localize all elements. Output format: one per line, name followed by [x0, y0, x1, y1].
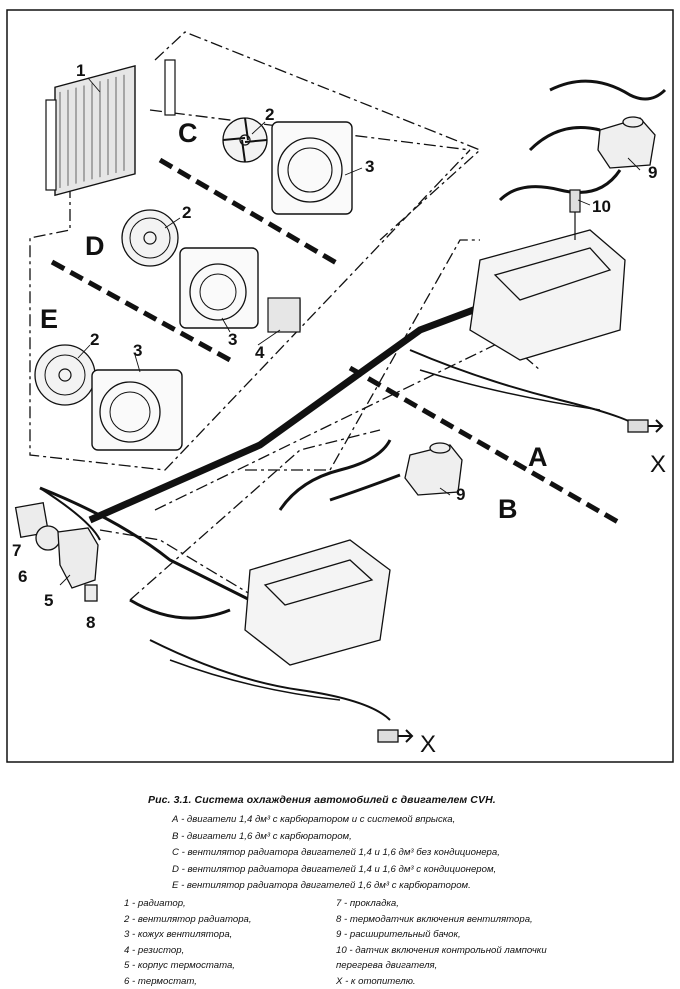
legend-left: 1 - радиатор, 2 - вентилятор радиатора, … — [124, 896, 252, 989]
part-number-3-c: 3 — [365, 157, 374, 176]
part-number-2-d: 2 — [182, 203, 191, 222]
part-number-9-a: 9 — [648, 163, 657, 182]
fan-assembly-c — [223, 118, 352, 214]
legend-item-5: 5 - корпус термостата, — [124, 958, 252, 974]
cooling-system-diagram: C D E A B 1 2 2 2 3 3 3 4 5 6 7 8 9 9 10… — [0, 0, 680, 770]
section-label-d: D — [85, 231, 105, 261]
variant-a: А - двигатели 1,4 дм³ с карбюратором и с… — [172, 812, 500, 829]
legend-item-1: 1 - радиатор, — [124, 896, 252, 912]
section-label-c: C — [178, 118, 198, 148]
legend-item-4: 4 - резистор, — [124, 943, 252, 959]
legend-item-10: 10 - датчик включения контрольной лампоч… — [336, 943, 547, 959]
part-number-1: 1 — [76, 61, 85, 80]
variant-list: А - двигатели 1,4 дм³ с карбюратором и с… — [172, 812, 500, 895]
legend-item-7: 7 - прокладка, — [336, 896, 547, 912]
part-number-3-e: 3 — [133, 341, 142, 360]
section-label-a: A — [528, 442, 548, 472]
variant-b: В - двигатели 1,6 дм³ с карбюратором, — [172, 829, 500, 846]
legend-item-3: 3 - кожух вентилятора, — [124, 927, 252, 943]
figure-caption-title: Рис. 3.1. Система охлаждения автомобилей… — [148, 794, 496, 806]
variant-c: С - вентилятор радиатора двигателей 1,4 … — [172, 845, 500, 862]
fan-resistor — [268, 298, 300, 332]
part-number-4: 4 — [255, 343, 265, 362]
variant-e: Е - вентилятор радиатора двигателей 1,6 … — [172, 878, 500, 895]
legend-item-10-cont: перегрева двигателя, — [336, 958, 547, 974]
fan-assembly-e — [35, 345, 182, 450]
thermostat-housing — [16, 503, 98, 601]
part-number-6: 6 — [18, 567, 27, 586]
part-number-3-d: 3 — [228, 330, 237, 349]
part-number-5: 5 — [44, 591, 53, 610]
expansion-tank-lower — [405, 443, 462, 495]
radiator — [46, 60, 175, 195]
part-number-8: 8 — [86, 613, 95, 632]
part-number-2-e: 2 — [90, 330, 99, 349]
variant-d: D - вентилятор радиатора двигателей 1,4 … — [172, 862, 500, 879]
legend-item-x: X - к отопителю. — [336, 974, 547, 989]
section-label-b: B — [498, 494, 518, 524]
legend-item-8: 8 - термодатчик включения вентилятора, — [336, 912, 547, 928]
legend-item-6: 6 - термостат, — [124, 974, 252, 989]
heater-marker-a: X — [650, 451, 666, 478]
legend-right: 7 - прокладка, 8 - термодатчик включения… — [336, 896, 547, 989]
part-number-2-c: 2 — [265, 105, 274, 124]
heater-marker-b: X — [420, 731, 436, 758]
part-number-10: 10 — [592, 197, 611, 216]
part-number-9-b: 9 — [456, 485, 465, 504]
legend-item-9: 9 - расширительный бачок, — [336, 927, 547, 943]
expansion-tank-upper — [598, 117, 655, 168]
part-number-7: 7 — [12, 541, 21, 560]
legend-item-2: 2 - вентилятор радиатора, — [124, 912, 252, 928]
section-label-e: E — [40, 304, 58, 334]
